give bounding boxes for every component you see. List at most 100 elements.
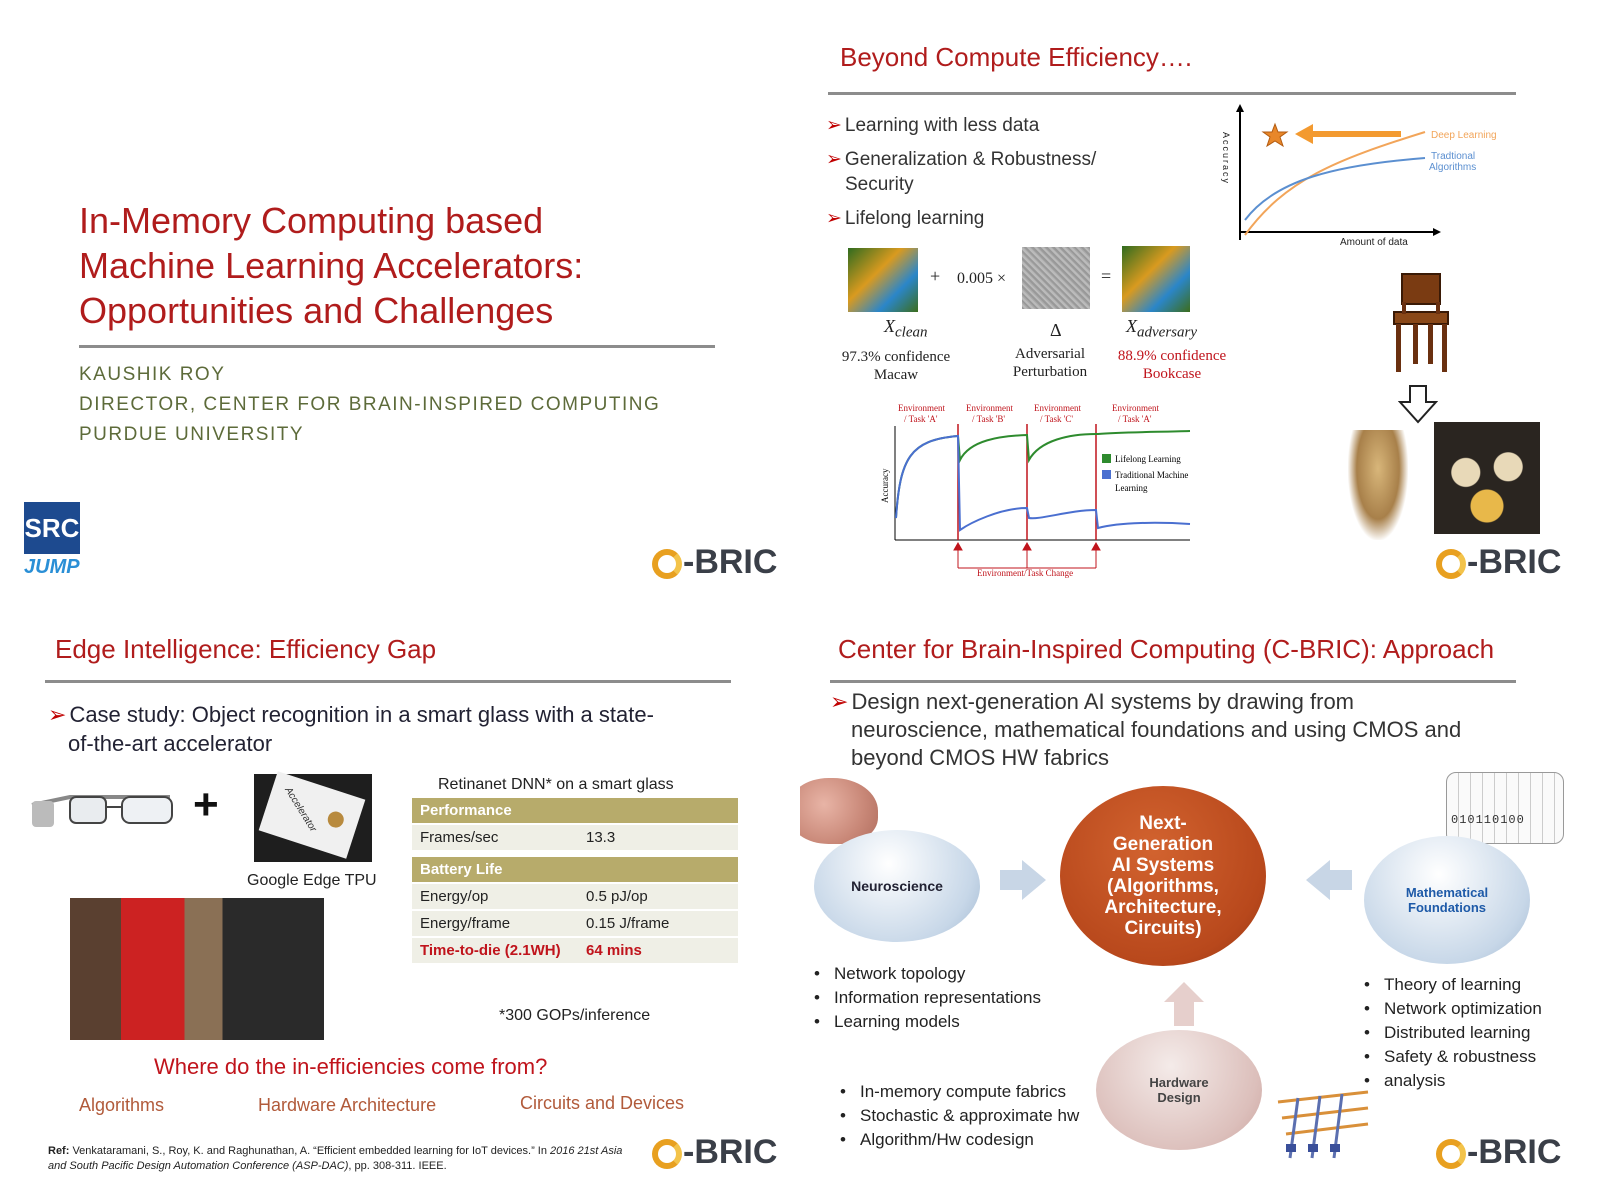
x-adversary-label: Xadversary [1126, 316, 1197, 341]
arrow-shaft [1313, 131, 1401, 137]
delta-label: Δ [1050, 320, 1062, 340]
case-study-line-2: of-the-art accelerator [68, 731, 273, 756]
hardware-bullets: In-memory compute fabrics Stochastic & a… [838, 1080, 1079, 1152]
center-line: (Algorithms, [1107, 876, 1219, 897]
author-name: KAUSHIK ROY [79, 364, 226, 385]
slide-cbric-approach: Center for Brain-Inspired Computing (C-B… [800, 600, 1600, 1200]
table-row: Battery Life [412, 857, 738, 884]
author-block: KAUSHIK ROY DIRECTOR, CENTER FOR BRAIN-I… [79, 360, 660, 450]
egg-chairs-image [1434, 422, 1540, 534]
legend-swatch-lifelong [1102, 454, 1111, 463]
list-item: Algorithm/Hw codesign [860, 1128, 1079, 1152]
title-line-2: Machine Learning Accelerators: [79, 245, 584, 286]
y-axis-label: Accuracy [1221, 132, 1231, 185]
cbric-logo: -BRIC [652, 1133, 777, 1172]
x-axis-arrow [1433, 228, 1441, 236]
cbric-logo: -BRIC [1436, 543, 1561, 582]
src-logo: SRC [24, 502, 80, 554]
slide-heading: Center for Brain-Inspired Computing (C-B… [838, 634, 1495, 664]
x-axis-label: Amount of data [1340, 237, 1408, 248]
table-cell: Performance [412, 798, 738, 825]
list-item: Stochastic & approximate hw [860, 1104, 1079, 1128]
y-axis-label: Accuracy [880, 468, 890, 503]
env-label-1b: / Task 'A' [904, 414, 938, 424]
plus-sign: + [193, 780, 219, 829]
math-bullets: Theory of learning Network optimization … [1362, 973, 1542, 1093]
bullet-list: Learning with less data Generalization &… [826, 113, 1096, 231]
legend-lifelong: Lifelong Learning [1115, 454, 1181, 464]
center-line: AI Systems [1111, 855, 1215, 876]
center-line: Generation [1112, 834, 1214, 855]
x-clean-label: Xclean [884, 316, 928, 341]
coin-icon [325, 809, 346, 830]
cbric-logo: -BRIC [652, 543, 777, 582]
series-line-traditional [1244, 157, 1426, 221]
plus-sign: + [930, 266, 941, 286]
left-arrow-icon [1306, 860, 1352, 900]
turing-machine-image: 010110100 [1446, 772, 1564, 844]
intro-line-1: Design next-generation AI systems by dra… [830, 688, 1461, 716]
ref-label: Ref: [48, 1145, 70, 1157]
crossbar-array-image [1277, 1090, 1369, 1159]
list-item: Network topology [834, 962, 1041, 986]
env-label-1a: Environment [898, 403, 945, 413]
table-title: Retinanet DNN* on a smart glass [438, 776, 674, 793]
title-line-1: In-Memory Computing based [79, 200, 544, 241]
env-label-3b: / Task 'C' [1040, 414, 1073, 424]
jump-logo: JUMP [24, 556, 80, 578]
ref-venue: 2016 21st Asia and South Pacific Design … [48, 1145, 623, 1172]
up-arrow-icon [1091, 541, 1101, 551]
list-item: Learning models [834, 1010, 1041, 1034]
author-role: DIRECTOR, CENTER FOR BRAIN-INSPIRED COMP… [79, 394, 661, 415]
table-footnote: *300 GOPs/inference [499, 1007, 651, 1024]
title-divider [79, 345, 715, 348]
legend-traditional-word: Tradtional [1431, 151, 1475, 162]
smart-glass-photo [70, 898, 324, 1040]
slide-title: In-Memory Computing based Machine Learni… [0, 0, 800, 600]
right-arrow-icon [1000, 860, 1046, 900]
tpu-label: Google Edge TPU [247, 872, 377, 889]
source-hardware: Hardware Architecture [258, 1095, 437, 1115]
edge-tpu-image: Accelerator [254, 771, 372, 862]
table-cell: Energy/frame [412, 910, 578, 938]
env-label-3a: Environment [1034, 403, 1081, 413]
table-cell: 64 mins [578, 937, 738, 965]
bullet-item: Learning with less data [826, 113, 1096, 138]
heading-divider [830, 680, 1516, 683]
adversarial-macaw-image [1122, 246, 1190, 312]
macaw-image [848, 248, 918, 312]
case-study: Case study: Object recognition in a smar… [48, 700, 654, 758]
series-line-traditional-ml [895, 434, 1191, 532]
up-arrow-icon [1164, 982, 1204, 1026]
slide-beyond-compute: Beyond Compute Efficiency…. Learning wit… [800, 0, 1600, 600]
up-arrow-icon [953, 541, 963, 551]
list-item: Information representations [834, 986, 1041, 1010]
list-item: Safety & robustness [1384, 1045, 1542, 1069]
table-row: Performance [412, 798, 738, 825]
intro-line-3: beyond CMOS HW fabrics [851, 745, 1109, 770]
env-label-2a: Environment [966, 403, 1013, 413]
case-study-line-1: Case study: Object recognition in a smar… [48, 700, 653, 729]
series-line-deep-learning [1244, 131, 1426, 236]
table-cell: 0.5 pJ/op [578, 883, 738, 911]
presentation-title: In-Memory Computing based Machine Learni… [79, 198, 583, 333]
binary-tape: 010110100 [1451, 813, 1525, 827]
table-cell: Energy/op [412, 883, 578, 911]
center-line: Architecture, [1104, 897, 1222, 918]
table-cell: 13.3 [578, 824, 738, 852]
down-arrow-icon [1398, 385, 1438, 424]
heading-divider [828, 92, 1516, 95]
ref-pages: , pp. 308-311. IEEE. [348, 1160, 447, 1172]
cbric-logo: -BRIC [1436, 1133, 1561, 1172]
lifelong-learning-chart: Environment / Task 'A' Environment / Tas… [880, 403, 1191, 578]
legend-traditional-ml: Traditional Machine [1115, 470, 1188, 480]
